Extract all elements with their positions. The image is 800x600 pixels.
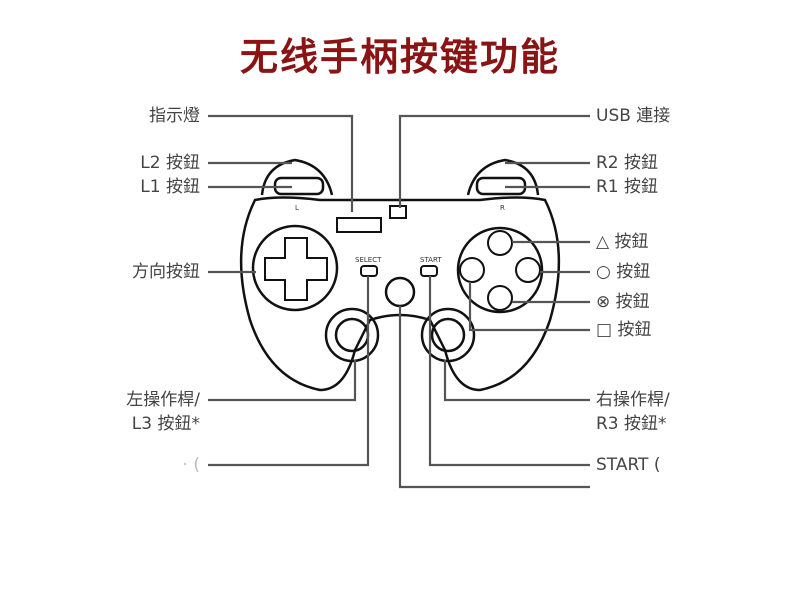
label-r2: R2 按鈕 xyxy=(596,153,659,173)
label-l3: L3 按鈕* xyxy=(131,414,200,434)
face-buttons xyxy=(336,205,541,311)
label-start: START ( xyxy=(596,455,661,475)
start-text: START xyxy=(420,256,442,264)
label-l1: L1 按鈕 xyxy=(140,177,200,197)
l-text: L xyxy=(295,204,299,212)
label-circle: ○ 按鈕 xyxy=(596,262,651,282)
label-cross: ⊗ 按鈕 xyxy=(596,292,650,312)
label-l2: L2 按鈕 xyxy=(140,153,200,173)
leader-lines xyxy=(208,114,590,489)
dpad xyxy=(264,237,328,301)
label-dpad: 方向按鈕 xyxy=(132,262,200,282)
controller-body xyxy=(239,158,561,392)
label-usb: USB 連接 xyxy=(596,106,671,126)
label-r3: R3 按鈕* xyxy=(596,414,667,434)
label-indicator: 指示燈 xyxy=(149,106,200,126)
label-left-stick: 左操作桿/ xyxy=(126,390,200,410)
label-right-stick: 右操作桿/ xyxy=(596,390,670,410)
r-text: R xyxy=(500,204,505,212)
label-square: □ 按鈕 xyxy=(596,320,652,340)
label-select: · ( xyxy=(182,455,200,475)
label-r1: R1 按鈕 xyxy=(596,177,659,197)
diagram-title: 无线手柄按键功能 xyxy=(239,35,560,79)
select-text: SELECT xyxy=(355,256,382,264)
label-triangle: △ 按鈕 xyxy=(596,232,649,252)
